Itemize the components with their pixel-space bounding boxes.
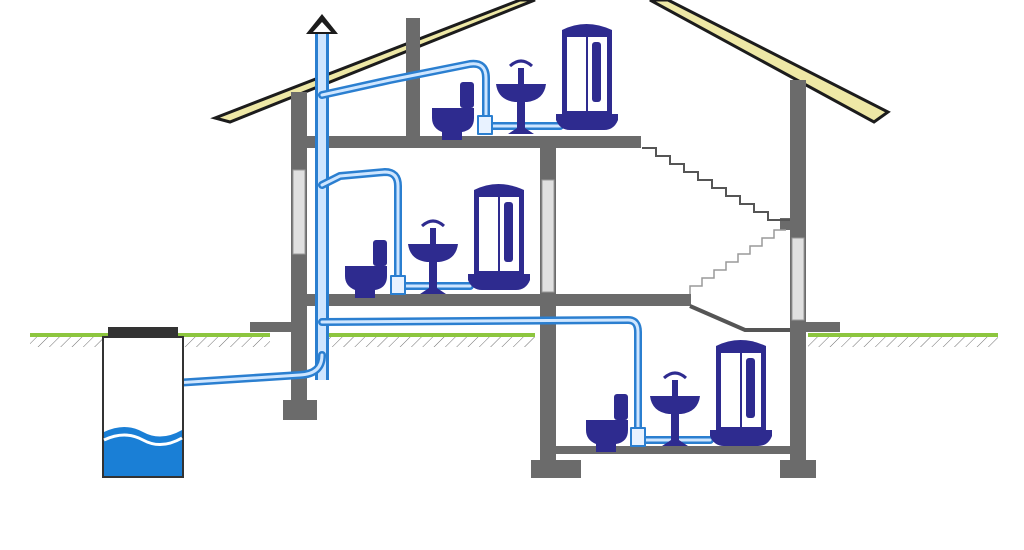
basement-toilet-icon [586, 394, 628, 452]
window-left [292, 169, 306, 255]
window-middle [541, 179, 555, 293]
first-toilet-icon [345, 240, 387, 298]
basement-shower-cabin-icon [710, 340, 772, 446]
first-sink-icon [408, 219, 458, 294]
first-shower-cabin-icon [468, 184, 530, 290]
staircase-icon [642, 147, 790, 332]
fixtures [345, 24, 772, 452]
attic-shower-cabin-icon [556, 24, 618, 130]
vent-stack [306, 14, 338, 380]
attic-toilet-icon [432, 82, 474, 140]
windows [292, 169, 805, 321]
septic-tank-icon [102, 327, 184, 478]
arrow-up-icon [306, 14, 338, 34]
window-right [791, 237, 805, 321]
basement-sink-icon [650, 371, 700, 446]
attic-sink-icon [496, 59, 546, 134]
